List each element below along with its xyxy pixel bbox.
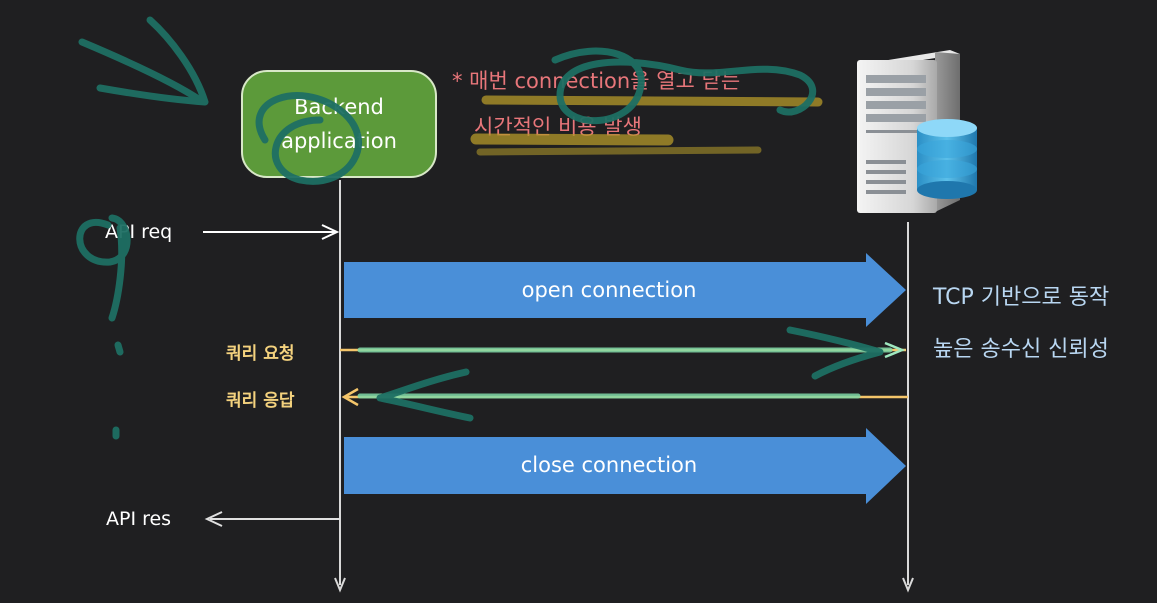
close-connection-band [344, 428, 906, 504]
api-response-label: API res [106, 508, 172, 530]
highlight-underline-3 [476, 146, 762, 156]
query-response-arrow [341, 387, 908, 407]
query-request-arrow [340, 341, 906, 359]
backend-label-line2: application [281, 129, 397, 153]
api-request-arrow [203, 224, 340, 240]
teal-loop-note [551, 47, 817, 125]
query-request-label: 쿼리 요청 [226, 344, 295, 364]
teal-request-chevron [786, 326, 884, 380]
teal-response-chevron [376, 368, 474, 422]
tcp-note-line1: TCP 기반으로 동작 [933, 285, 1110, 310]
teal-circle-backend [255, 92, 362, 185]
close-connection-label: close connection [520, 453, 698, 477]
highlight-underline-2 [470, 133, 674, 146]
teal-nine [76, 214, 131, 322]
open-connection-label: open connection [521, 278, 697, 302]
tcp-note-line2: 높은 송수신 신뢰성 [933, 337, 1109, 362]
query-response-label: 쿼리 응답 [226, 391, 295, 411]
backend-lifeline [334, 180, 346, 593]
server-lifeline [902, 222, 914, 593]
api-response-arrow [204, 511, 340, 527]
database-server-icon [857, 50, 977, 213]
open-connection-band [344, 253, 906, 327]
highlight-underline-1 [481, 95, 823, 107]
teal-arrow-stroke [78, 38, 204, 104]
